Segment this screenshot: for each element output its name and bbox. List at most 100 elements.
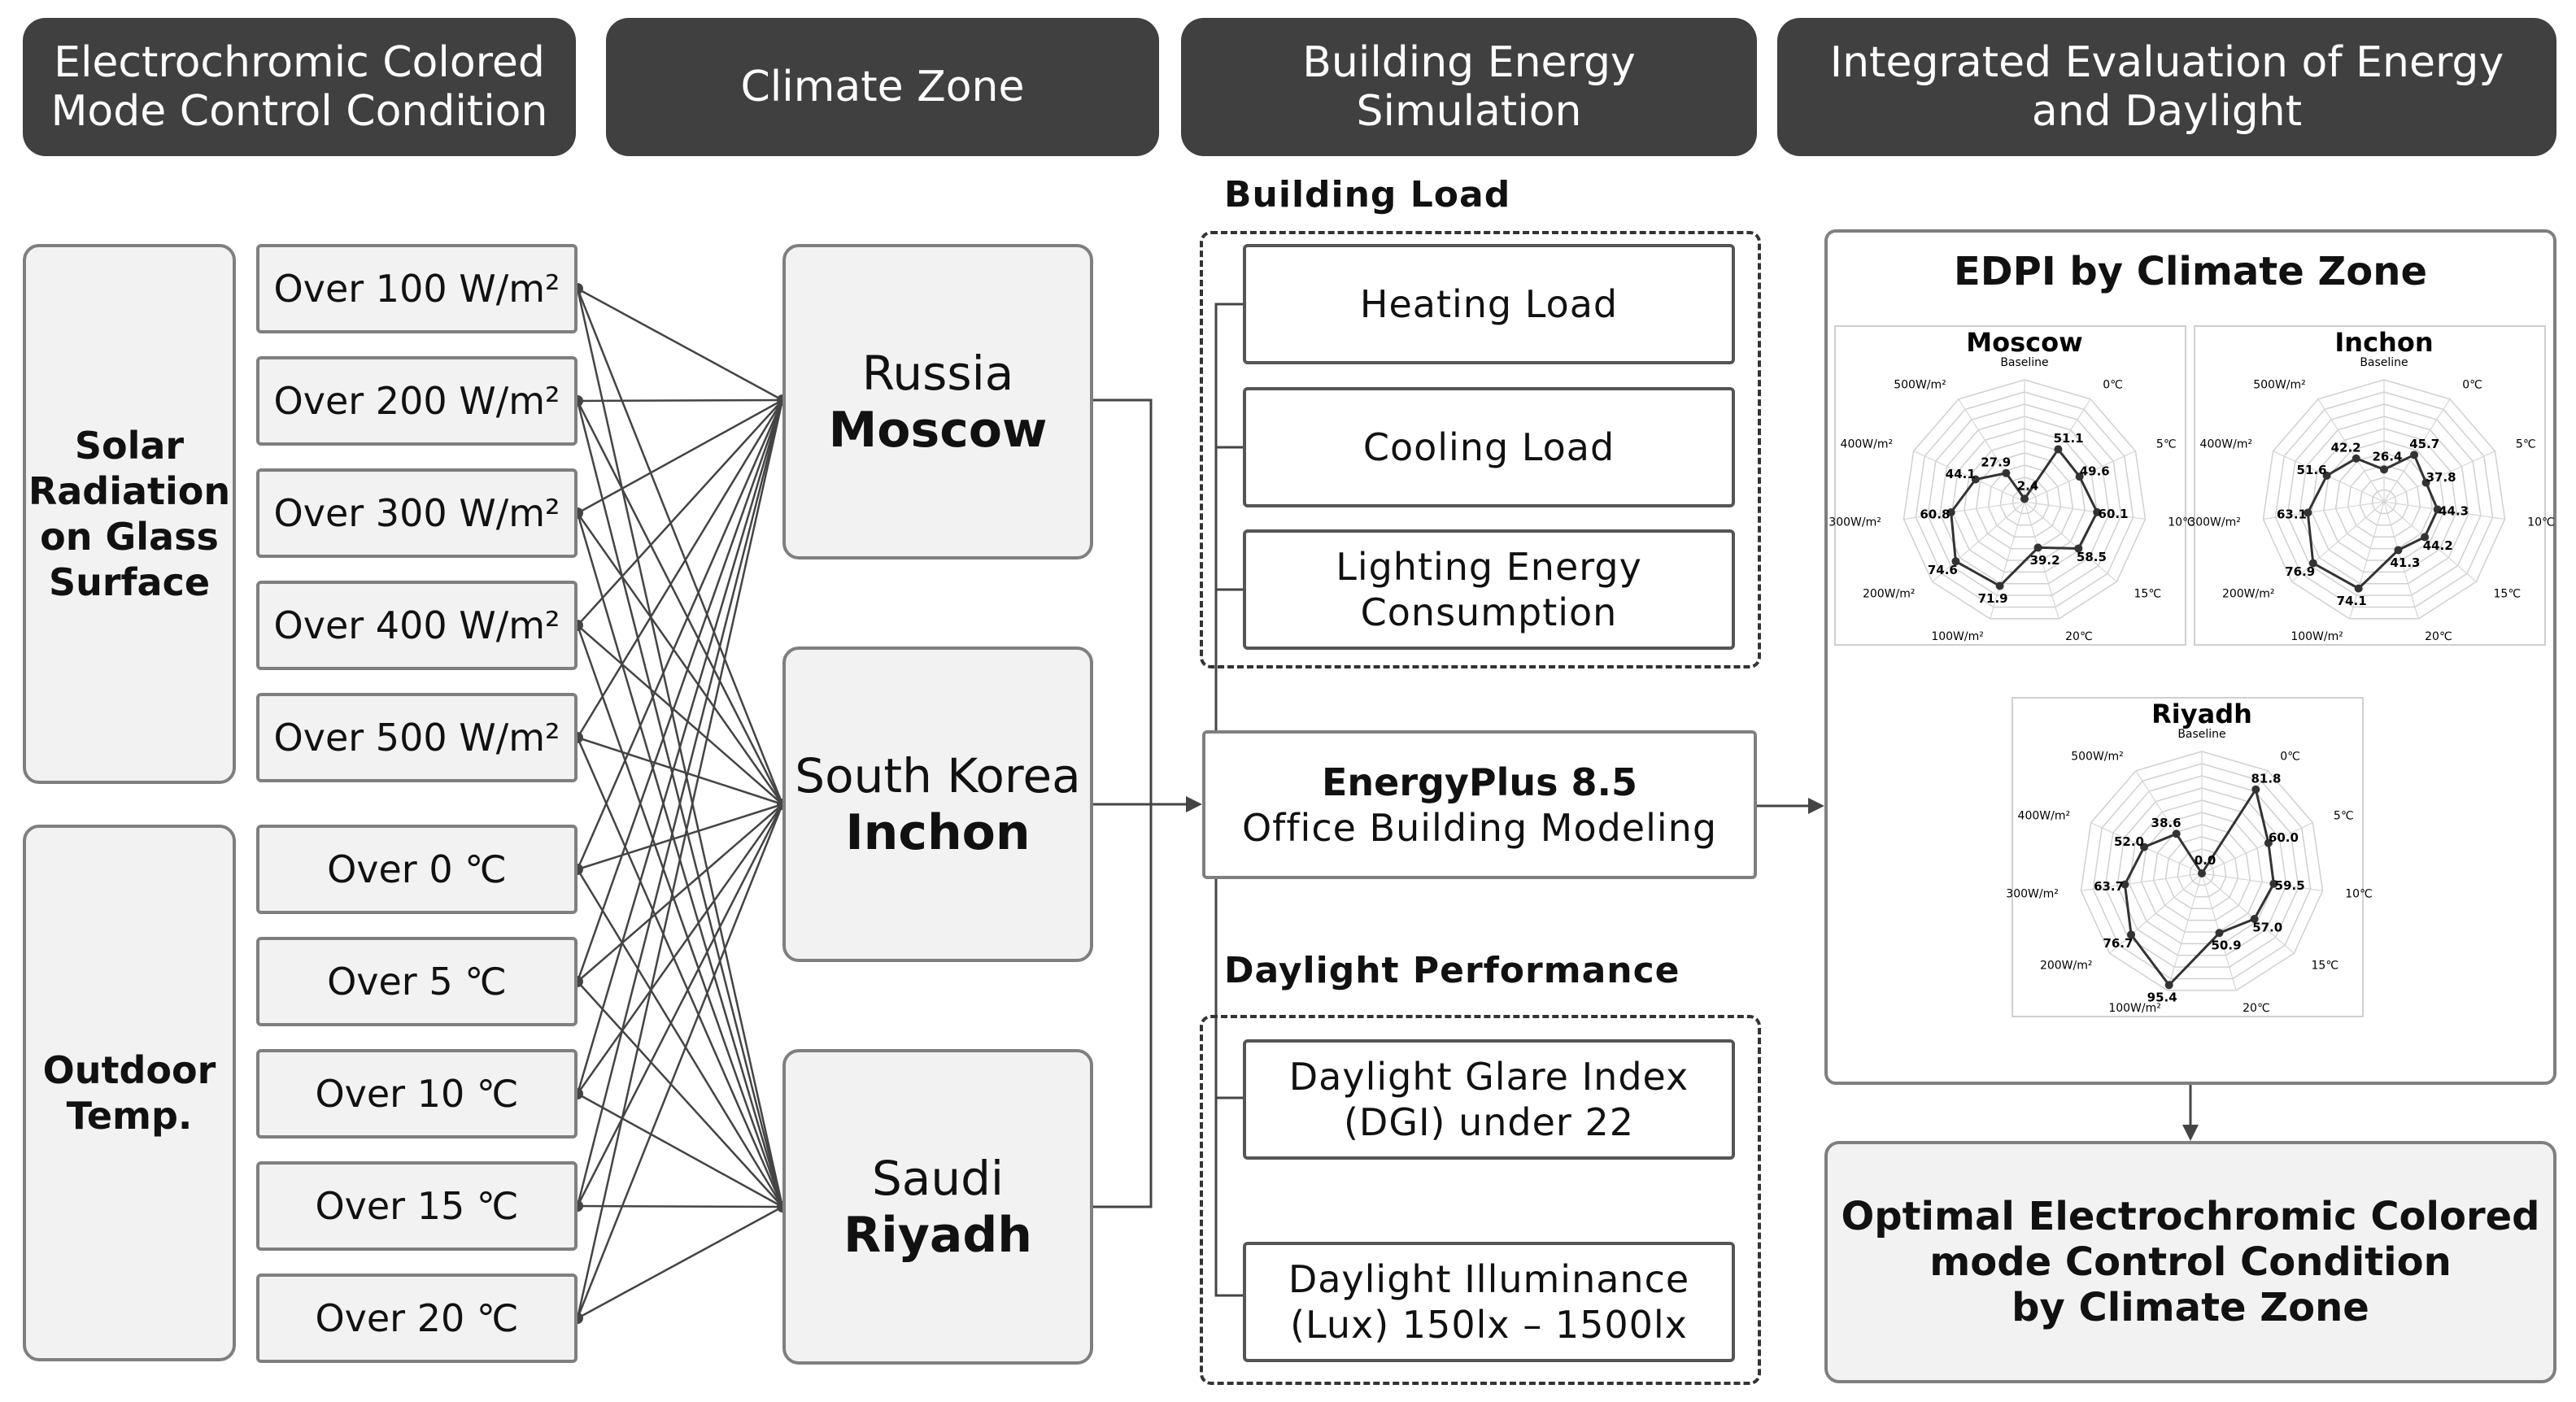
radar-axis-label: 200W/m² — [2222, 588, 2275, 601]
radar-point — [2251, 785, 2260, 794]
radar-grid-ring — [1999, 477, 2050, 526]
radar-grid-ring — [2164, 836, 2239, 909]
radar-value-label: 51.1 — [2054, 431, 2084, 446]
radar-title: Inchon — [2334, 327, 2433, 358]
radar-point — [2020, 494, 2029, 503]
radar-grid-ring — [2359, 477, 2409, 526]
radar-point — [2140, 843, 2149, 851]
radar-axis-label: 20℃ — [2425, 630, 2452, 643]
city-moscow: Russia Moscow — [782, 244, 1093, 559]
city-inchon: South Korea Inchon — [782, 647, 1093, 962]
city-label: Riyadh — [843, 1207, 1033, 1264]
city-riyadh: Saudi Riyadh — [782, 1049, 1093, 1365]
radar-title: Moscow — [1966, 327, 2082, 358]
radar-value-label: 37.8 — [2426, 470, 2456, 485]
radar-value-label: 58.5 — [2077, 550, 2107, 564]
radar-spoke — [2291, 501, 2385, 582]
radar-grid-ring — [2334, 452, 2434, 550]
radar-value-label: 52.0 — [2114, 834, 2144, 849]
radar-point — [2304, 508, 2312, 517]
radar-spoke — [2024, 501, 2117, 582]
radar-axis-label: 0℃ — [2462, 378, 2482, 391]
condition-5c: Over 5 ℃ — [256, 937, 578, 1026]
radar-series-line — [2123, 786, 2275, 987]
radar-value-label: 60.0 — [2269, 830, 2299, 845]
radar-grid-ring — [2012, 489, 2038, 515]
radar-grid-ring — [2286, 403, 2482, 596]
category-outdoor-temp: Outdoor Temp. — [23, 825, 236, 1361]
radar-point — [2322, 471, 2331, 480]
header-building-energy-simulation: Building Energy Simulation — [1181, 18, 1757, 156]
illuminance-box: Daylight Illuminance (Lux) 150lx – 1500l… — [1243, 1242, 1735, 1362]
radar-spoke — [1990, 501, 2025, 620]
radar-point — [2215, 929, 2224, 938]
radar-axis-label: 400W/m² — [2018, 810, 2071, 823]
radar-axis-label: Baseline — [2177, 728, 2225, 741]
radar-point — [1971, 475, 1980, 484]
radar-grid-ring — [2311, 428, 2457, 573]
radar-axis-label: 300W/m² — [1828, 516, 1881, 529]
condition-200w: Over 200 W/m² — [256, 356, 578, 446]
condition-15c: Over 15 ℃ — [256, 1161, 578, 1251]
radar-value-label: 95.4 — [2147, 991, 2177, 1005]
radar-point — [2394, 546, 2403, 555]
header-integrated-evaluation: Integrated Evaluation of Energy and Dayl… — [1777, 18, 2556, 156]
radar-axis-label: 5℃ — [2334, 810, 2354, 823]
radar-value-label: 44.1 — [1946, 467, 1976, 481]
condition-100w: Over 100 W/m² — [256, 244, 578, 333]
radar-point — [2074, 544, 2083, 553]
energyplus-title: EnergyPlus 8.5 — [1321, 760, 1638, 804]
radar-point — [2033, 543, 2042, 552]
radar-spoke — [2383, 501, 2419, 620]
lighting-energy-box: Lighting Energy Consumption — [1243, 529, 1735, 650]
country-label: Saudi — [871, 1151, 1005, 1206]
radar-spoke — [2201, 873, 2323, 891]
radar-spoke — [2167, 873, 2203, 991]
radar-axis-label: 0℃ — [2103, 378, 2123, 391]
radar-value-label: 2.4 — [2017, 478, 2039, 493]
radar-point — [2433, 505, 2442, 514]
radar-value-label: 50.9 — [2212, 938, 2242, 953]
radar-axis-label: 200W/m² — [2040, 960, 2093, 973]
radar-point — [2172, 829, 2181, 838]
radar-spoke — [2081, 873, 2203, 891]
radar-spoke — [2317, 398, 2385, 503]
dgi-box: Daylight Glare Index (DGI) under 22 — [1243, 1039, 1735, 1160]
radar-axis-label: 400W/m² — [1841, 438, 1894, 451]
radar-spoke — [1903, 501, 2025, 520]
radar-value-label: 45.7 — [2409, 437, 2439, 451]
radar-point — [2127, 930, 2136, 939]
riyadh-connector — [1093, 804, 1153, 1208]
radar-axis-label: 5℃ — [2156, 438, 2177, 451]
radar-grid-ring — [2189, 860, 2215, 886]
radar-point — [1946, 507, 1955, 516]
category-solar-radiation: Solar Radiation on Glass Surface — [23, 244, 236, 784]
radar-axis-label: 5℃ — [2516, 438, 2536, 451]
radar-value-label: 74.1 — [2337, 594, 2367, 608]
radar-grid-ring — [2080, 751, 2324, 991]
radar-axis-label: 15℃ — [2494, 588, 2522, 601]
radar-value-label: 41.3 — [2390, 555, 2420, 570]
radar-grid-ring — [1915, 391, 2134, 608]
radar-point — [2380, 465, 2388, 474]
radar-axis-label: 20℃ — [2065, 630, 2093, 643]
radar-spoke — [2383, 451, 2495, 503]
radar-axis-label: 10℃ — [2168, 516, 2195, 529]
radar-value-label: 49.6 — [2080, 464, 2110, 478]
heating-load-box: Heating Load — [1243, 244, 1735, 364]
radar-axis-label: 200W/m² — [1863, 588, 1916, 601]
radar-axis-label: 10℃ — [2527, 516, 2555, 529]
radar-value-label: 44.2 — [2423, 538, 2453, 553]
radar-axis-label: 0℃ — [2280, 750, 2300, 763]
radar-point — [2308, 559, 2317, 568]
radar-grid-ring — [2347, 464, 2421, 538]
radar-value-label: 76.9 — [2285, 564, 2315, 579]
radar-series-line — [2306, 453, 2439, 590]
radar-grid-ring — [2274, 391, 2494, 608]
radar-axis-label: 15℃ — [2134, 588, 2162, 601]
radar-value-label: 60.8 — [1920, 507, 1950, 521]
building-load-group — [1200, 231, 1761, 668]
radar-value-label: 0.0 — [2195, 853, 2216, 868]
